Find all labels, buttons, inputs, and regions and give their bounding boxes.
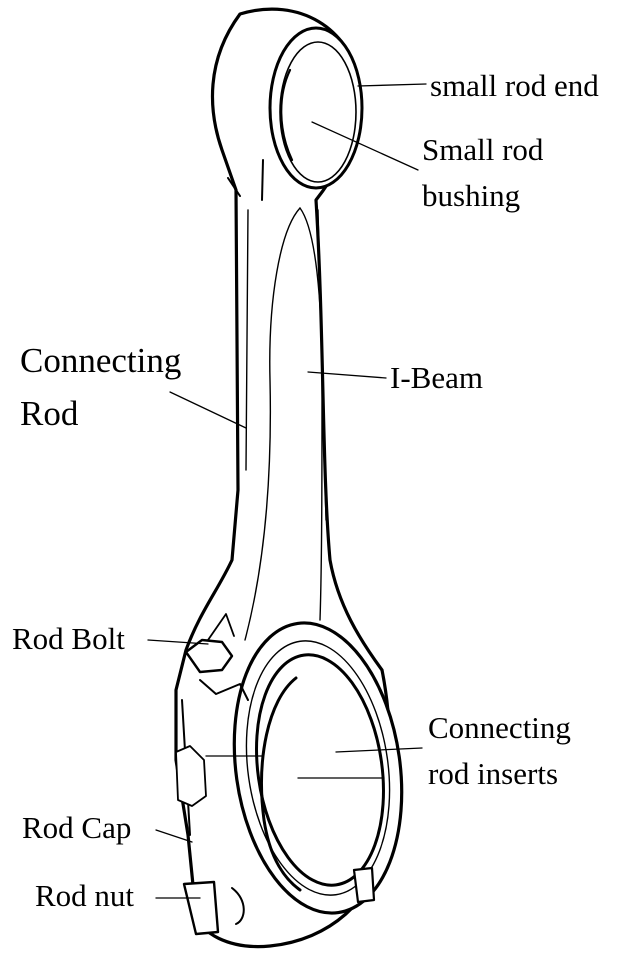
label-small-rod-bushing-line2: bushing [422,180,520,211]
label-connecting-rod-line1: Connecting [20,343,181,378]
label-rod-bolt: Rod Bolt [12,623,125,654]
label-small-rod-bushing-line1: Small rod [422,134,543,165]
label-connecting-rod-inserts-line1: Connecting [428,712,571,743]
label-connecting-rod-line2: Rod [20,396,78,431]
leader-small-rod-end [358,84,426,86]
label-small-rod-end: small rod end [430,70,599,101]
label-rod-nut: Rod nut [35,880,134,911]
label-i-beam: I-Beam [390,362,483,393]
label-connecting-rod-inserts-line2: rod inserts [428,758,558,789]
label-rod-cap: Rod Cap [22,812,131,843]
rod-nut-right [354,868,374,902]
rod-nut-shape [184,882,218,934]
small-end-bore-outer [270,28,362,188]
leader-connecting-rod [170,392,246,428]
